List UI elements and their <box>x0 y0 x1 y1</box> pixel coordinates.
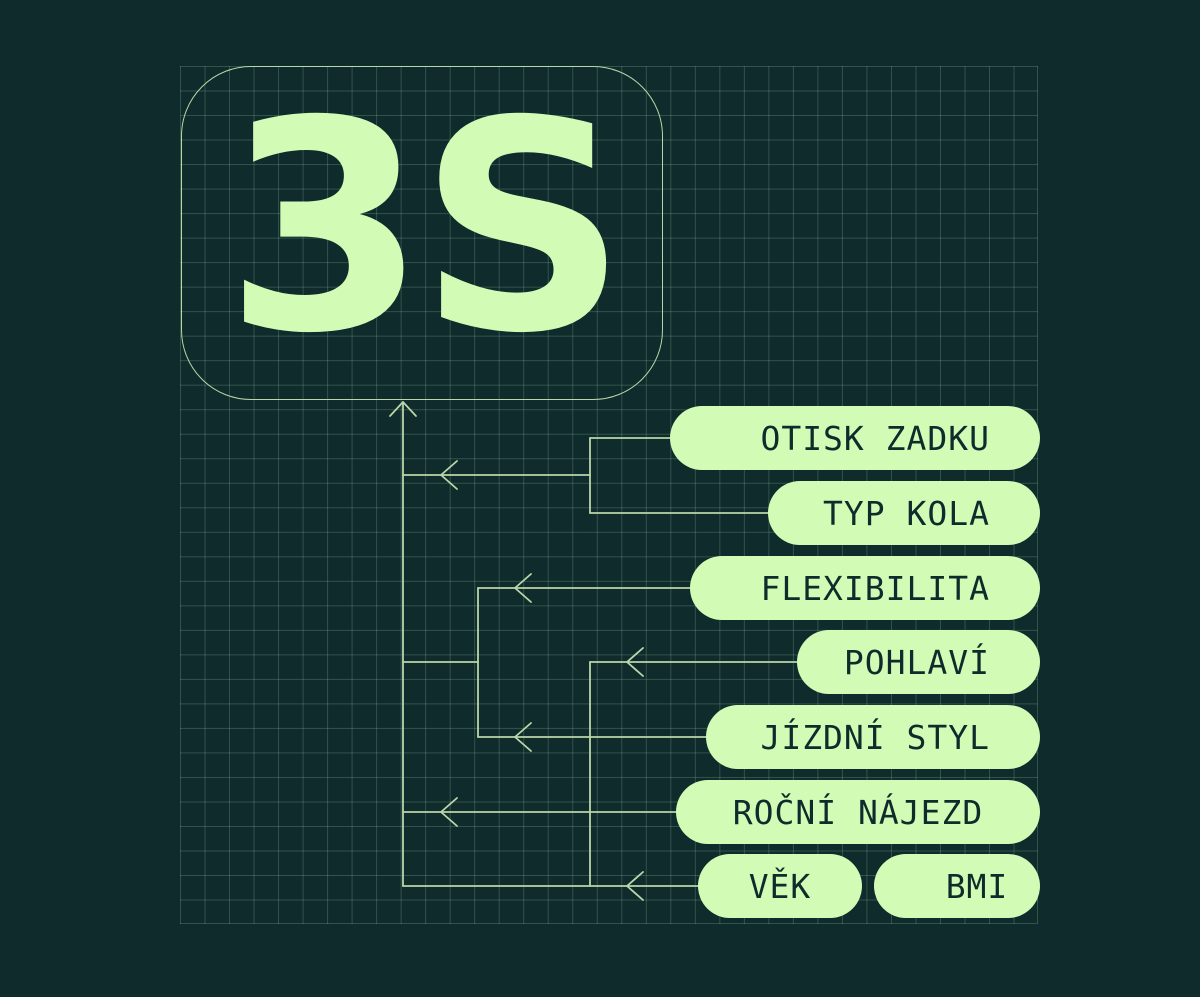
factor-otisk-zadku: OTISK ZADKU <box>670 406 1040 470</box>
factor-bmi: BMI <box>874 854 1040 918</box>
pohlavi-arrowhead <box>626 647 644 677</box>
factor-typ-kola: TYP KOLA <box>768 481 1040 545</box>
factor-rocni-najezd: ROČNÍ NÁJEZD <box>676 780 1040 844</box>
factor-vek: VĚK <box>698 854 862 918</box>
vek-bmi-arrowhead <box>626 871 644 901</box>
logo-3s: 3S <box>224 60 628 397</box>
factor-jizdni-styl: JÍZDNÍ STYL <box>706 705 1040 769</box>
factor-flexibilita: FLEXIBILITA <box>690 556 1040 620</box>
logo-frame <box>181 66 663 400</box>
flexibilita-arrowhead <box>514 573 532 603</box>
group1-arrowhead <box>440 460 458 490</box>
trunk-arrowhead <box>389 401 417 417</box>
rocni-najezd-arrowhead <box>440 797 458 827</box>
factor-pohlavi: POHLAVÍ <box>797 630 1040 694</box>
jizdni-styl-arrowhead <box>514 722 532 752</box>
